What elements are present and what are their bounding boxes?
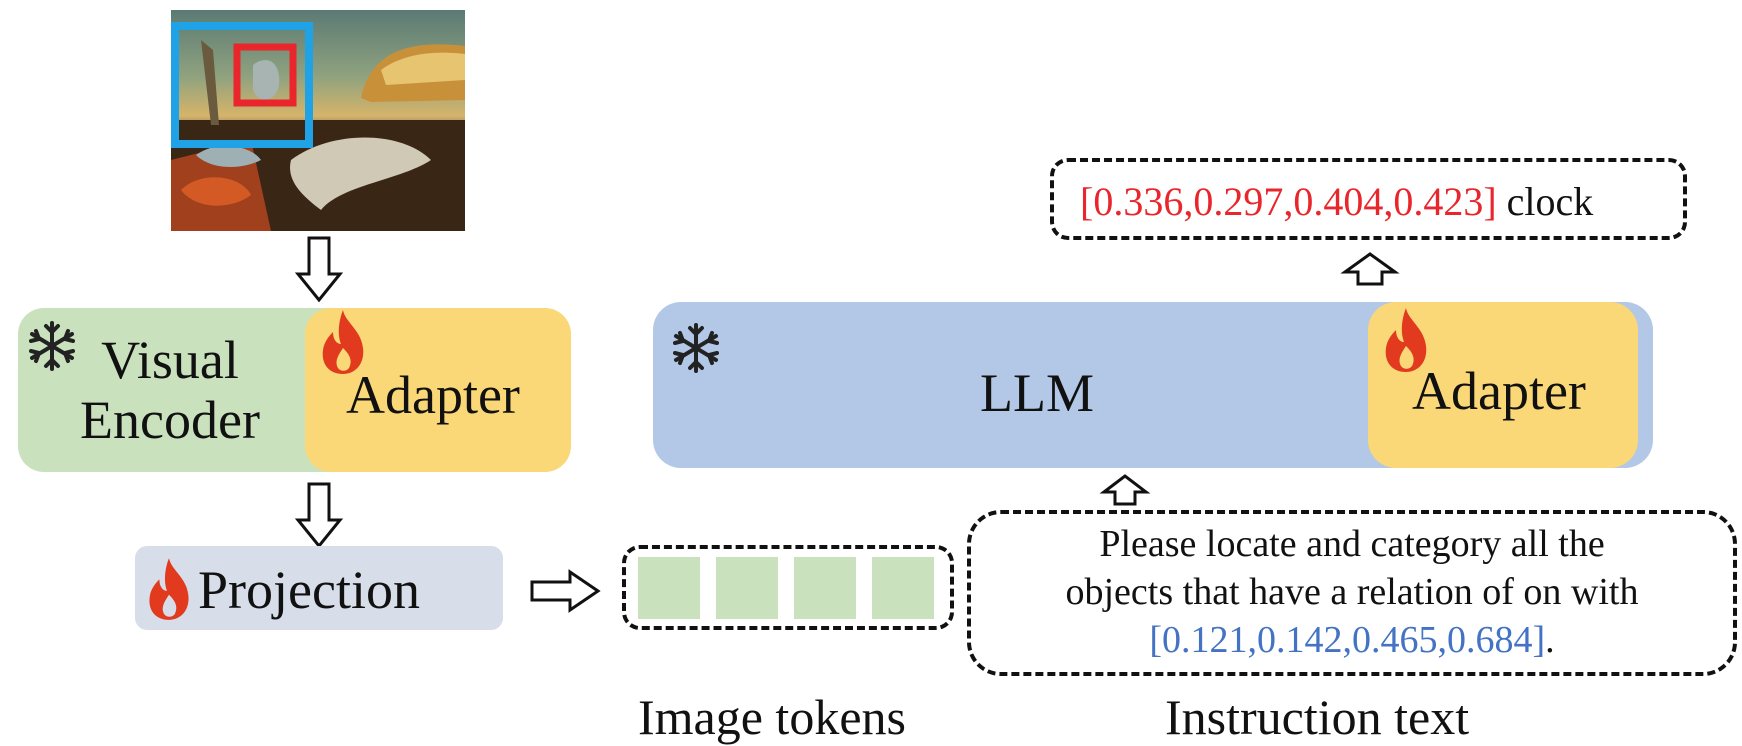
image-tokens-box [622,545,954,630]
input-painting [171,10,465,231]
up-arrow-icon [1340,252,1400,286]
instruction-line3: [0.121,0.142,0.465,0.684]. [975,616,1729,664]
down-arrow-icon [294,482,344,549]
projection-label: Projection [198,560,420,620]
flame-icon [322,310,364,374]
instruction-box [967,510,1737,676]
image-token [638,557,700,619]
output-box [1050,158,1687,240]
output-text: [0.336,0.297,0.404,0.423] clock [1080,178,1593,225]
llm-adapter-label: Adapter [1412,361,1586,421]
instruction-period: . [1545,619,1555,661]
right-arrow-icon [530,569,601,613]
visual-encoder-label: Visual Encoder [70,330,270,450]
flame-icon [1385,308,1427,372]
image-token [716,557,778,619]
llm-label: LLM [980,363,1094,423]
down-arrow-icon [294,236,344,303]
image-token [794,557,856,619]
instruction-text: Please locate and category all the objec… [975,520,1729,664]
instruction-line2: objects that have a relation of on with [1065,571,1639,613]
flame-icon [149,558,189,620]
output-bbox: [0.336,0.297,0.404,0.423] [1080,179,1497,224]
snowflake-icon [29,321,75,371]
visual-label-line1: Visual [101,330,239,390]
instruction-bbox: [0.121,0.142,0.465,0.684] [1149,619,1546,661]
instruction-text-caption: Instruction text [1165,689,1470,745]
image-token [872,557,934,619]
encoder-adapter-label: Adapter [346,365,520,425]
instruction-line1: Please locate and category all the [1099,523,1605,565]
image-tokens-caption: Image tokens [638,689,906,745]
snowflake-icon [673,323,719,373]
up-arrow-icon [1099,474,1151,506]
output-category: clock [1506,179,1594,224]
encoder-label-line2: Encoder [80,390,260,450]
projection-block [135,546,503,630]
